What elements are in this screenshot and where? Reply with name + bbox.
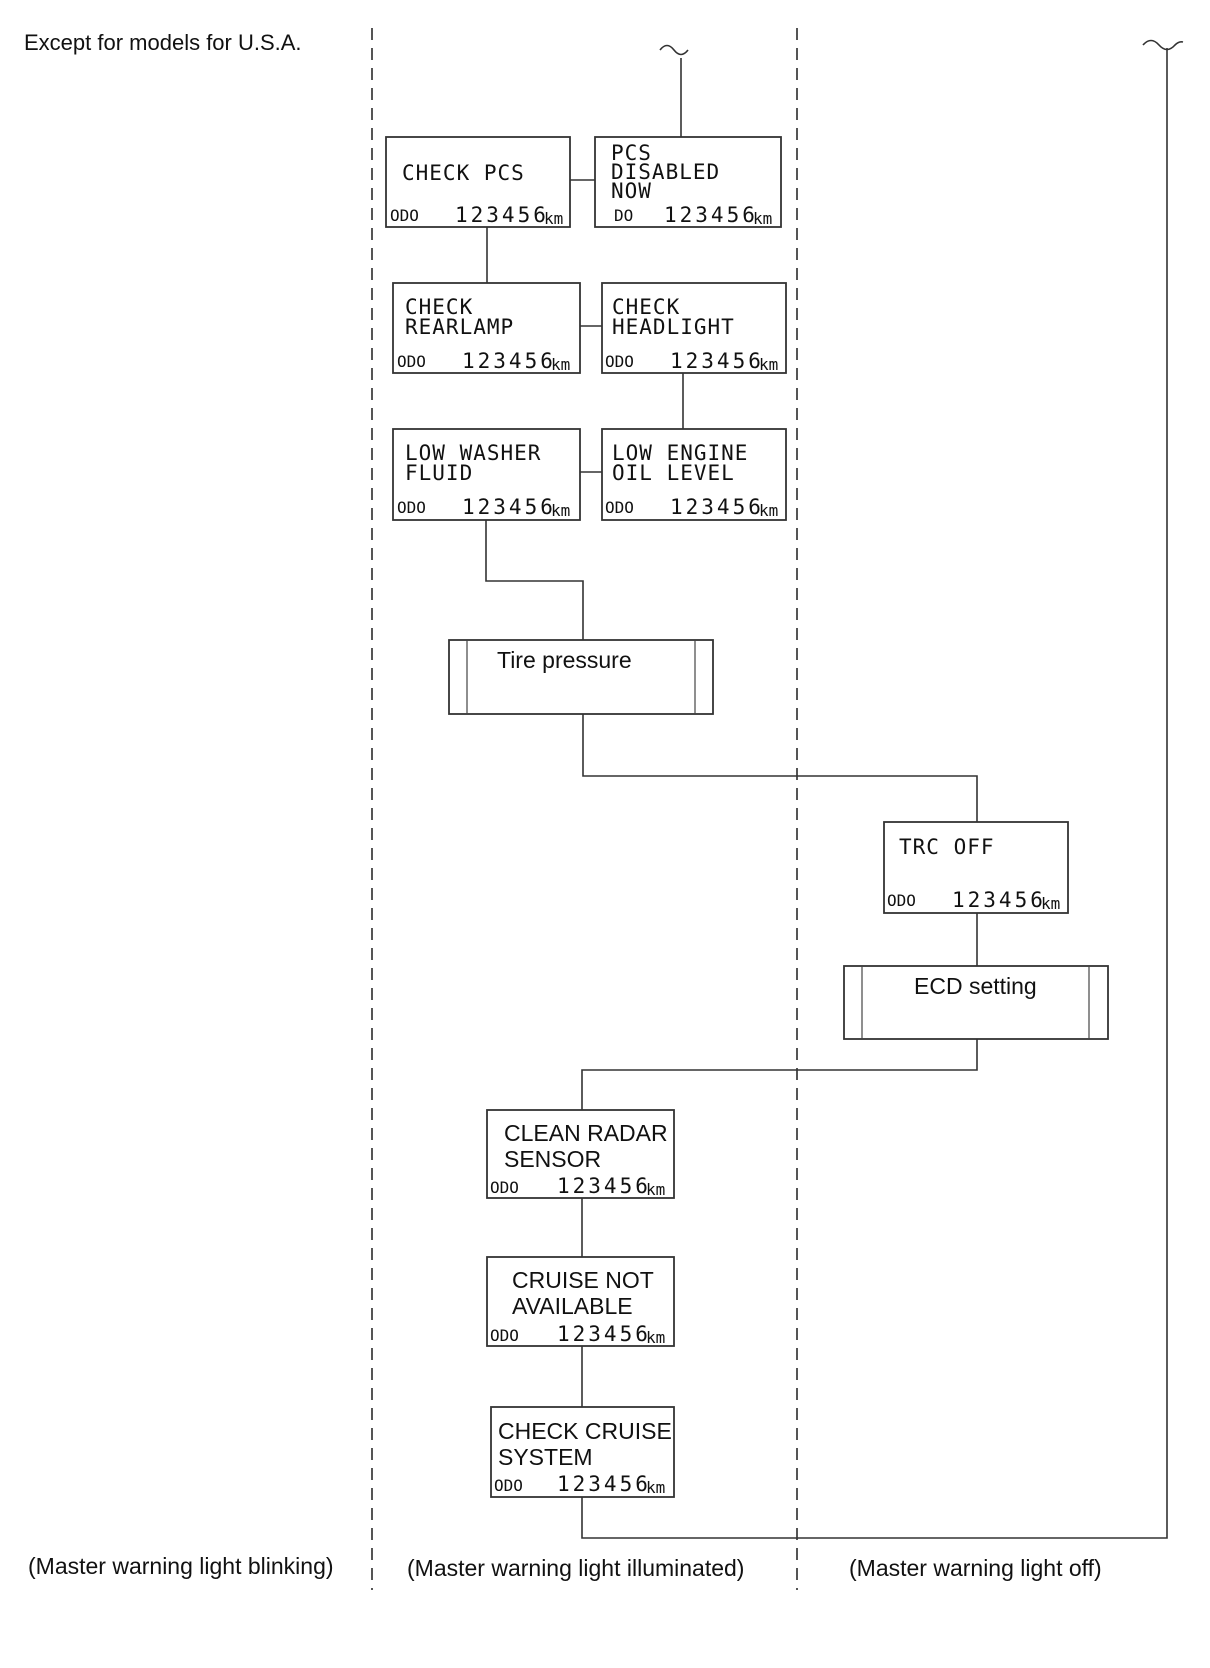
- odo-value: 123456: [455, 203, 549, 227]
- procedure-label: ECD setting: [914, 973, 1037, 999]
- odo-value: 123456: [557, 1472, 651, 1496]
- procedure-box-ecd-setting: ECD setting: [843, 965, 1109, 1040]
- message-line: LOW WASHER: [405, 441, 541, 465]
- message-box-cruise-not-available: CRUISE NOT AVAILABLE ODO 123456 km: [486, 1256, 675, 1347]
- message-box-check-headlight: CHECK HEADLIGHT ODO 123456 km: [601, 282, 787, 374]
- odo-label: ODO: [390, 206, 419, 225]
- odo-unit: km: [646, 1328, 665, 1347]
- odo-unit: km: [1041, 894, 1060, 913]
- message-line: CLEAN RADAR: [504, 1120, 668, 1146]
- odo-label: ODO: [605, 498, 634, 517]
- odo-value: 123456: [952, 888, 1046, 912]
- message-line: CRUISE NOT: [512, 1267, 654, 1293]
- message-line: AVAILABLE: [512, 1293, 633, 1319]
- message-line: FLUID: [405, 461, 473, 485]
- message-line: LOW ENGINE: [612, 441, 748, 465]
- odo-unit: km: [551, 501, 570, 520]
- odo-value: 123456: [462, 495, 556, 519]
- procedure-box-tire-pressure: Tire pressure: [448, 639, 714, 715]
- odo-label: ODO: [490, 1326, 519, 1345]
- odo-value: 123456: [664, 203, 758, 227]
- odo-label: DO: [614, 206, 633, 225]
- message-line: CHECK PCS: [402, 161, 525, 185]
- odo-value: 123456: [462, 349, 556, 373]
- message-line: PCS: [611, 141, 652, 165]
- odo-value: 123456: [670, 495, 764, 519]
- procedure-label: Tire pressure: [497, 647, 632, 673]
- odo-label: ODO: [397, 498, 426, 517]
- break-mark-top: [659, 44, 689, 56]
- odo-label: ODO: [605, 352, 634, 371]
- message-line: CHECK CRUISE: [498, 1418, 672, 1444]
- odo-unit: km: [544, 209, 563, 228]
- message-line: CHECK: [405, 295, 473, 319]
- odo-value: 123456: [557, 1322, 651, 1346]
- message-line: OIL LEVEL: [612, 461, 735, 485]
- message-box-pcs-disabled-now: PCS DISABLED NOW DO 123456 km: [594, 136, 782, 228]
- odo-unit: km: [759, 355, 778, 374]
- odo-label: ODO: [397, 352, 426, 371]
- message-box-check-pcs: CHECK PCS ODO 123456 km: [385, 136, 571, 228]
- message-box-check-cruise-system: CHECK CRUISE SYSTEM ODO 123456 km: [490, 1406, 675, 1498]
- odo-value: 123456: [670, 349, 764, 373]
- message-box-clean-radar-sensor: CLEAN RADAR SENSOR ODO 123456 km: [486, 1109, 675, 1199]
- odo-unit: km: [759, 501, 778, 520]
- odo-label: ODO: [887, 891, 916, 910]
- message-line: SENSOR: [504, 1146, 601, 1172]
- message-line: TRC OFF: [899, 835, 995, 859]
- message-line: NOW: [611, 179, 652, 203]
- message-box-check-rearlamp: CHECK REARLAMP ODO 123456 km: [392, 282, 581, 374]
- region-note: Except for models for U.S.A.: [24, 30, 302, 55]
- odo-unit: km: [646, 1478, 665, 1497]
- message-line: REARLAMP: [405, 315, 514, 339]
- message-line: SYSTEM: [498, 1444, 593, 1470]
- odo-unit: km: [551, 355, 570, 374]
- flow-connectors: [485, 39, 1184, 1539]
- message-line: HEADLIGHT: [612, 315, 735, 339]
- message-box-trc-off: TRC OFF ODO 123456 km: [883, 821, 1069, 914]
- odo-unit: km: [646, 1180, 665, 1199]
- zone-label-blinking: (Master warning light blinking): [28, 1553, 334, 1579]
- break-mark-right: [1142, 39, 1184, 51]
- message-line: CHECK: [612, 295, 680, 319]
- message-box-low-washer-fluid: LOW WASHER FLUID ODO 123456 km: [392, 428, 581, 521]
- message-box-low-engine-oil-level: LOW ENGINE OIL LEVEL ODO 123456 km: [601, 428, 787, 521]
- odo-value: 123456: [557, 1174, 651, 1198]
- odo-label: ODO: [494, 1476, 523, 1495]
- zone-label-off: (Master warning light off): [849, 1555, 1102, 1581]
- odo-unit: km: [753, 209, 772, 228]
- message-line: DISABLED: [611, 160, 720, 184]
- zone-label-illuminated: (Master warning light illuminated): [407, 1555, 744, 1581]
- odo-label: ODO: [490, 1178, 519, 1197]
